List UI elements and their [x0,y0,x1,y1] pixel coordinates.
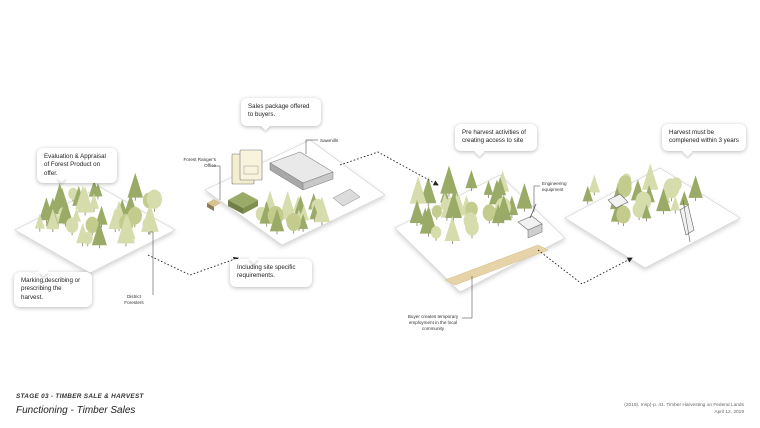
conifer-tree [465,169,478,192]
conifer-tree [641,204,652,222]
flow-arrow-3-4 [537,249,633,285]
conifer-tree [670,196,681,214]
conifer-tree [588,174,601,196]
page-title: Functioning - Timber Sales [16,405,136,416]
leader-sawmills [305,139,318,154]
callout-harvest-complete: Harvest must be complened within 3 years [662,124,746,151]
flow-arrow-1-2 [147,254,239,276]
sales-package-documents [231,149,263,185]
conifer-tree [34,213,45,232]
callout-marking: Marking,describing or prescribing the ha… [14,272,92,308]
deciduous-tree [82,232,93,247]
conifer-tree [483,180,494,198]
conifer-tree [444,216,461,245]
conifer-tree [688,175,703,201]
callout-sales-package-text: Sales package offered to buyers. [248,103,310,119]
engineering-equipment [517,203,543,239]
label-buyer-employment: Buyer creates temporary employment in th… [407,314,459,331]
deciduous-tree [663,178,680,202]
conifer-tree [57,198,74,227]
citation: (2019). Insp)·p. 41. Timber Harvesting o… [624,402,744,416]
deciduous-tree [430,226,442,241]
deciduous-tree [65,217,79,236]
conifer-tree [582,185,593,205]
conifer-tree [91,221,107,249]
deciduous-tree [286,213,301,234]
flow-arrow-2-3 [339,151,439,186]
callout-marking-text: Marking,describing or prescribing the ha… [21,277,81,301]
callout-sales-package: Sales package offered to buyers. [241,98,321,126]
label-sawmills: Sawmills [320,138,339,143]
conifer-tree [656,188,671,215]
leader-district-foresters [150,231,154,295]
deciduous-tree [431,205,442,220]
label-engineering-equipment: Engineering equipment [542,181,567,192]
callout-pre-harvest-text: Pre harvest activities of creating acces… [462,129,526,145]
conifer-tree [117,214,135,247]
sawmill-buildings [269,151,361,207]
deciduous-tree [482,204,496,224]
leader-equipment [533,185,540,212]
ranger-office-small [207,199,221,211]
conifer-tree [409,199,425,227]
conifer-tree [140,203,159,235]
citation-date: April 12, 2019 [714,410,744,416]
conifer-tree [440,165,458,197]
stage-label: STAGE 03 - TIMBER SALE & HARVEST [16,393,144,400]
conifer-tree [516,183,533,212]
ranger-office-building [228,192,258,214]
callout-site-requirements: Including site specific requirements. [230,259,312,287]
callout-evaluation: Evaluation & Appraisal of Forest Product… [37,148,117,184]
deciduous-tree [85,216,99,236]
callout-evaluation-text: Evaluation & Appraisal of Forest Product… [44,153,106,177]
conifer-tree [269,208,285,235]
conifer-tree [88,193,100,212]
deciduous-tree [465,218,479,239]
conifer-tree [95,205,108,228]
citation-text: (2019). Insp)·p. 41. Timber Harvesting o… [624,403,744,408]
conifer-tree [298,213,309,232]
deciduous-tree [632,201,646,221]
conifer-tree [127,172,144,201]
callout-pre-harvest: Pre harvest activities of creating acces… [455,124,537,151]
deciduous-tree [146,189,163,212]
callout-harvest-complete-text: Harvest must be complened within 3 years [669,129,739,145]
forest-trees [34,163,703,249]
conifer-tree [313,196,330,226]
conifer-tree [76,186,94,216]
deciduous-tree [616,205,631,227]
leader-buyer [462,276,473,319]
conifer-tree [108,208,122,232]
access-road [444,244,549,286]
conifer-tree [46,208,60,233]
harvest-machinery [607,193,695,243]
label-forest-rangers-office: Forest Ranger's Office [183,157,216,168]
conifer-tree [491,204,505,227]
leader-ranger-office [212,165,221,200]
label-district-foresters: District Foresters [124,294,144,305]
ground-plate-2 [204,139,386,246]
callout-site-requirements-text: Including site specific requirements. [237,264,296,280]
conifer-tree [419,205,438,237]
